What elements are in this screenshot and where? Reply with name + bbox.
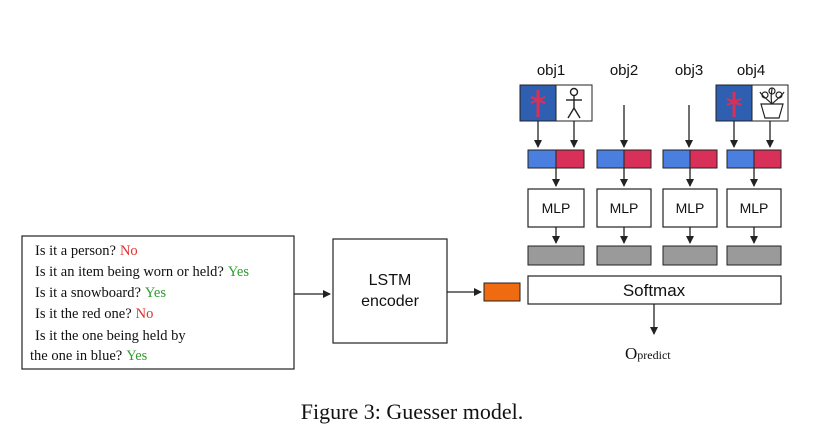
- answer-2: Yes: [227, 264, 249, 280]
- mlp-label-3: MLP: [676, 200, 705, 216]
- obj4-snowboard-image: [715, 84, 753, 122]
- mlp-box-3: [662, 188, 718, 228]
- answer-1: No: [119, 243, 138, 259]
- dialogue-line-3: Is it a snowboard?Yes: [35, 285, 166, 302]
- output-label: Opredict: [625, 344, 671, 363]
- mlp-box-2: [596, 188, 652, 228]
- snowboard-icon: [726, 92, 742, 117]
- figure-caption: Figure 3: Guesser model.: [300, 399, 524, 424]
- encoder-output-vector: [483, 282, 521, 302]
- dialogue-line-4: Is it the red one?No: [35, 306, 153, 323]
- snowboard-icon: [530, 90, 546, 117]
- plant-icon: [759, 87, 785, 119]
- dialogue-line-1: Is it a person?No: [35, 243, 138, 260]
- obj3-embedding: [662, 149, 718, 169]
- question-4: Is it the red one?: [35, 306, 132, 322]
- obj2-embedding: [596, 149, 652, 169]
- dialogue-line-2: Is it an item being worn or held?Yes: [35, 264, 249, 281]
- lstm-encoder-box: [332, 238, 448, 344]
- answer-3: Yes: [144, 285, 167, 301]
- question-3: Is it a snowboard?: [35, 285, 141, 301]
- question-2: Is it an item being worn or held?: [35, 264, 224, 280]
- question-1: Is it a person?: [35, 243, 116, 259]
- person-icon: [566, 87, 582, 119]
- mlp-label-2: MLP: [610, 200, 639, 216]
- softmax-box: [527, 275, 782, 305]
- softmax-label: Softmax: [623, 281, 686, 300]
- output-main: O: [625, 344, 637, 363]
- obj1-embedding: [527, 149, 585, 169]
- obj1-label: obj1: [537, 62, 565, 79]
- hidden-block-4: [726, 245, 782, 266]
- question-6: the one in blue?: [30, 348, 123, 364]
- mlp-label-4: MLP: [740, 200, 769, 216]
- obj3-label: obj3: [675, 62, 703, 79]
- hidden-block-1: [527, 245, 585, 266]
- question-5: Is it the one being held by: [35, 328, 186, 344]
- obj2-label: obj2: [610, 62, 638, 79]
- dialogue-line-6: the one in blue?Yes: [30, 348, 147, 365]
- lstm-label-line2: encoder: [361, 293, 419, 310]
- obj1-person-image: [555, 84, 593, 122]
- answer-6: Yes: [126, 348, 148, 364]
- answer-4: No: [135, 306, 154, 322]
- obj4-plant-image: [751, 84, 789, 122]
- obj4-embedding: [726, 149, 782, 169]
- dialogue-line-5: Is it the one being held by: [35, 328, 186, 345]
- obj4-label: obj4: [737, 62, 765, 79]
- lstm-label-line1: LSTM: [369, 272, 412, 289]
- hidden-block-2: [596, 245, 652, 266]
- hidden-block-3: [662, 245, 718, 266]
- dialogue-box: [21, 235, 295, 370]
- output-subscript: predict: [637, 348, 671, 362]
- obj1-snowboard-image: [519, 84, 557, 122]
- mlp-label-1: MLP: [542, 200, 571, 216]
